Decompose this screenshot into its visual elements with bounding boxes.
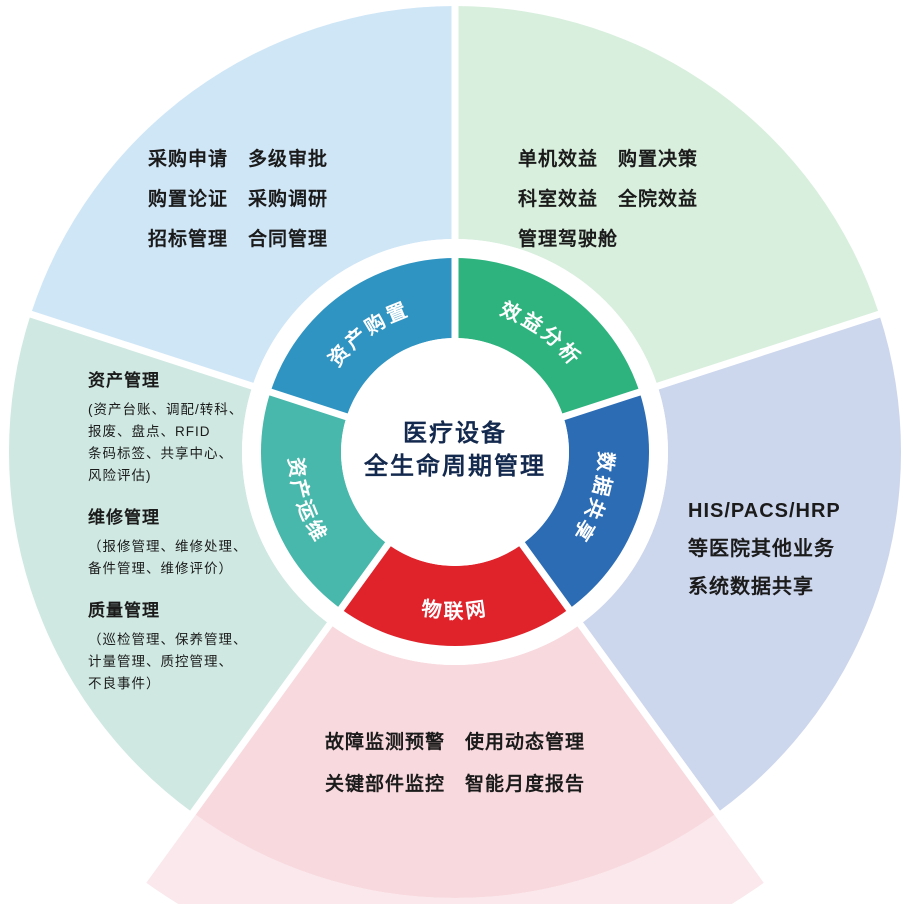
ops-block-line: 条码标签、共享中心、 xyxy=(88,446,233,461)
ops-block-line: （巡检管理、保养管理、 xyxy=(88,632,248,647)
panel-line: 单机效益 购置决策 xyxy=(518,149,699,170)
ops-block-line: 报废、盘点、RFID xyxy=(88,424,211,439)
ring-ops-segment xyxy=(260,392,388,609)
ops-block-line: (资产台账、调配/转科、 xyxy=(88,402,244,417)
center-title-line1: 医疗设备 xyxy=(403,419,507,447)
ring-benefit-segment xyxy=(455,257,640,417)
panel-benefit-sector xyxy=(455,5,880,387)
ops-block-repair-mgmt: 维修管理 （报修管理、维修处理、 备件管理、维修评价） xyxy=(88,507,288,580)
ring-iot-segment xyxy=(340,544,570,647)
panel-line: 招标管理 合同管理 xyxy=(148,229,329,250)
panel-line: 系统数据共享 xyxy=(688,576,814,598)
panel-purchase-text: 采购申请 多级审批 购置论证 采购调研 招标管理 合同管理 xyxy=(148,140,328,260)
panel-line: 关键部件监控 智能月度报告 xyxy=(324,774,585,795)
ring-purchase-segment xyxy=(270,258,455,417)
panel-ops-text: 资产管理 (资产台账、调配/转科、 报废、盘点、RFID 条码标签、共享中心、 … xyxy=(88,370,288,695)
ops-block-title: 质量管理 xyxy=(88,601,160,620)
center-title-line2: 全生命周期管理 xyxy=(363,452,546,480)
iot-outer-band xyxy=(143,812,767,904)
panel-line: 管理驾驶舱 xyxy=(518,229,619,250)
panel-iot-sector xyxy=(192,624,718,898)
ops-block-line: （报修管理、维修处理、 xyxy=(88,539,248,554)
panel-benefit-text: 单机效益 购置决策 科室效益 全院效益 管理驾驶舱 xyxy=(518,140,698,260)
panel-purchase-sector xyxy=(30,6,456,387)
panel-data-share-sector xyxy=(580,314,902,813)
panel-ops-sector xyxy=(8,314,330,813)
ops-block-line: 备件管理、维修评价） xyxy=(88,561,233,576)
panel-line: 采购申请 多级审批 xyxy=(148,149,329,170)
ring-data-share-segment xyxy=(522,392,650,609)
ops-block-line: 风险评估) xyxy=(88,468,152,483)
ops-block-title: 资产管理 xyxy=(88,371,160,390)
ops-block-line: 不良事件） xyxy=(88,676,161,691)
center-circle xyxy=(341,338,569,566)
ops-block-quality-mgmt: 质量管理 （巡检管理、保养管理、 计量管理、质控管理、 不良事件） xyxy=(88,600,288,695)
panel-data-share-text: HIS/PACS/HRP 等医院其他业务 系统数据共享 xyxy=(688,492,841,606)
panel-iot-text: 故障监测预警 使用动态管理 关键部件监控 智能月度报告 xyxy=(255,722,655,806)
panel-line: 科室效益 全院效益 xyxy=(518,189,699,210)
panel-line: 故障监测预警 使用动态管理 xyxy=(324,732,585,753)
ops-block-line: 计量管理、质控管理、 xyxy=(88,654,233,669)
panel-line: HIS/PACS/HRP xyxy=(688,500,841,522)
panel-line: 购置论证 采购调研 xyxy=(148,189,329,210)
panel-line: 等医院其他业务 xyxy=(688,538,835,560)
ops-block-asset-mgmt: 资产管理 (资产台账、调配/转科、 报废、盘点、RFID 条码标签、共享中心、 … xyxy=(88,370,288,487)
ops-block-title: 维修管理 xyxy=(88,508,160,527)
